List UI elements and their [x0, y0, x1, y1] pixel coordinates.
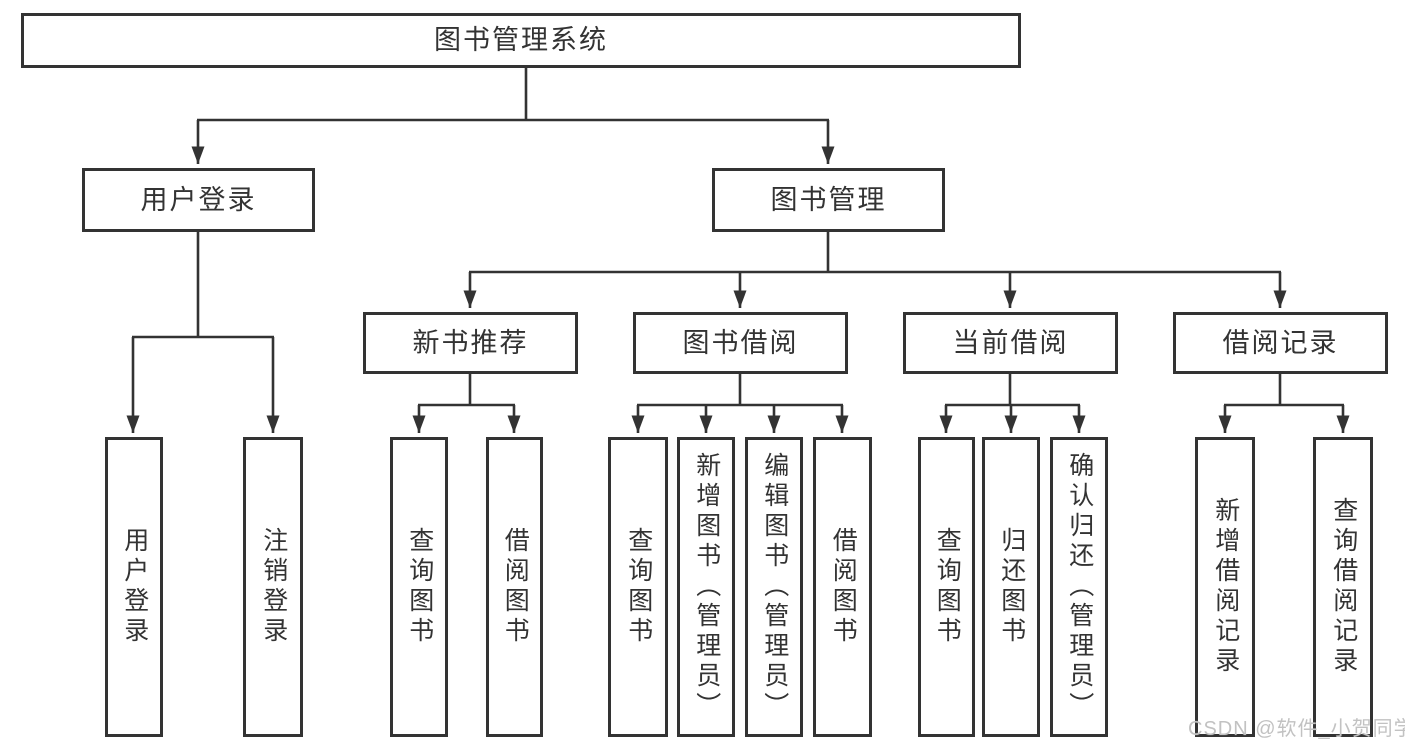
node-book-management-label: 图书管理 [770, 184, 887, 215]
node-current-borrowing: 当前借阅 [903, 312, 1118, 374]
node-root: 图书管理系统 [21, 13, 1021, 68]
node-new-book-recommend: 新书推荐 [363, 312, 578, 374]
leaf-borrow-books-label: 借阅图书 [829, 527, 858, 647]
leaf-add-borrow-record-label: 新增借阅记录 [1211, 497, 1240, 677]
leaf-query-books-borrowing: 查询图书 [608, 437, 668, 737]
node-book-management: 图书管理 [712, 168, 945, 232]
leaf-borrow-books: 借阅图书 [813, 437, 872, 737]
node-book-borrowing-label: 图书借阅 [682, 327, 799, 358]
leaf-edit-book-admin: 编辑图书（管理员） [745, 437, 803, 737]
watermark: CSDN @软件_小贺同学 [1188, 718, 1405, 740]
leaf-borrow-books-recommend: 借阅图书 [486, 437, 543, 737]
leaf-logout: 注销登录 [243, 437, 303, 737]
leaf-query-books-recommend: 查询图书 [390, 437, 448, 737]
leaf-query-books-recommend-label: 查询图书 [405, 527, 434, 647]
leaf-confirm-return-admin: 确认归还（管理员） [1050, 437, 1108, 737]
node-new-book-recommend-label: 新书推荐 [412, 327, 529, 358]
leaf-add-borrow-record: 新增借阅记录 [1195, 437, 1255, 737]
leaf-return-book-label: 归还图书 [997, 527, 1026, 647]
leaf-return-book: 归还图书 [982, 437, 1040, 737]
leaf-add-book-admin: 新增图书（管理员） [677, 437, 735, 737]
leaf-query-books-current: 查询图书 [918, 437, 975, 737]
leaf-user-login-label: 用户登录 [120, 527, 149, 647]
leaf-confirm-return-admin-label: 确认归还（管理员） [1065, 452, 1094, 722]
node-user-login: 用户登录 [82, 168, 315, 232]
leaf-query-books-current-label: 查询图书 [933, 527, 962, 647]
leaf-query-borrow-record: 查询借阅记录 [1313, 437, 1373, 737]
node-root-label: 图书管理系统 [434, 25, 608, 55]
leaf-edit-book-admin-label: 编辑图书（管理员） [760, 452, 789, 722]
node-user-login-label: 用户登录 [140, 184, 257, 215]
leaf-logout-label: 注销登录 [259, 527, 288, 647]
node-borrowing-records: 借阅记录 [1173, 312, 1388, 374]
node-current-borrowing-label: 当前借阅 [952, 327, 1069, 358]
leaf-query-borrow-record-label: 查询借阅记录 [1329, 497, 1358, 677]
leaf-add-book-admin-label: 新增图书（管理员） [692, 452, 721, 722]
leaf-query-books-borrowing-label: 查询图书 [624, 527, 653, 647]
node-book-borrowing: 图书借阅 [633, 312, 848, 374]
node-borrowing-records-label: 借阅记录 [1222, 327, 1339, 358]
leaf-borrow-books-recommend-label: 借阅图书 [501, 527, 530, 647]
leaf-user-login: 用户登录 [105, 437, 163, 737]
